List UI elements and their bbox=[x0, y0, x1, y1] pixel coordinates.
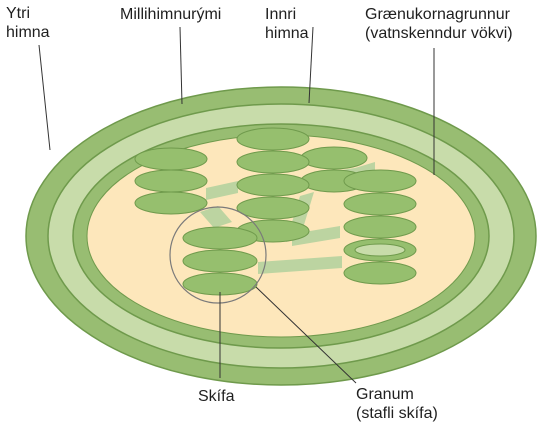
label-outer-membrane-line-2: himna bbox=[6, 24, 50, 41]
lamella-left-down bbox=[200, 206, 232, 228]
highlight-circle bbox=[169, 206, 267, 304]
label-stroma-line-2: (vatnskenndur vökvi) bbox=[365, 25, 513, 42]
label-inner-membrane-line-1: Innri bbox=[265, 6, 297, 23]
granum-center bbox=[236, 127, 310, 243]
thylakoid bbox=[182, 249, 258, 273]
label-intermembrane-space-line-1: Millihimnurými bbox=[120, 6, 222, 23]
leader-outer-membrane bbox=[38, 44, 51, 151]
label-outer-membrane: Ytri himna bbox=[6, 4, 50, 42]
thylakoid bbox=[134, 169, 208, 193]
thylakoid bbox=[236, 196, 310, 220]
thylakoid bbox=[236, 150, 310, 174]
label-thylakoid-line-1: Skífa bbox=[198, 388, 235, 405]
label-granum: Granum (stafli skífa) bbox=[356, 385, 438, 423]
lamella-right-mid bbox=[292, 226, 340, 246]
granum-highlighted bbox=[182, 226, 258, 296]
thylakoid-cross-section-inner bbox=[354, 243, 406, 257]
label-outer-membrane-line-1: Ytri bbox=[6, 5, 30, 22]
thylakoid bbox=[182, 226, 258, 250]
granum-right bbox=[343, 169, 417, 285]
label-stroma-line-1: Grænukornagrunnur bbox=[365, 6, 510, 23]
thylakoid bbox=[182, 272, 258, 296]
thylakoid bbox=[300, 146, 368, 170]
thylakoid bbox=[343, 169, 417, 193]
lamella-left-top bbox=[206, 181, 238, 200]
thylakoid bbox=[343, 261, 417, 285]
label-stroma: Grænukornagrunnur (vatnskenndur vökvi) bbox=[365, 5, 513, 43]
thylakoid bbox=[343, 192, 417, 216]
leader-inner-membrane bbox=[308, 26, 314, 104]
thylakoid bbox=[343, 215, 417, 239]
thylakoid bbox=[134, 147, 208, 171]
thylakoid bbox=[134, 191, 208, 215]
lamella-bottom bbox=[258, 256, 342, 274]
label-thylakoid: Skífa bbox=[198, 387, 234, 406]
label-intermembrane-space: Millihimnurými bbox=[120, 5, 221, 24]
label-inner-membrane: Innri himna bbox=[265, 5, 309, 43]
granum-left bbox=[134, 147, 208, 215]
label-inner-membrane-line-2: himna bbox=[265, 25, 309, 42]
leader-granum bbox=[255, 286, 357, 384]
label-granum-line-1: Granum bbox=[356, 386, 414, 403]
leader-intermembrane-space bbox=[179, 26, 183, 105]
leader-lines bbox=[38, 26, 435, 384]
thylakoid bbox=[236, 173, 310, 197]
label-granum-line-2: (stafli skífa) bbox=[356, 405, 438, 422]
thylakoid bbox=[236, 127, 310, 151]
